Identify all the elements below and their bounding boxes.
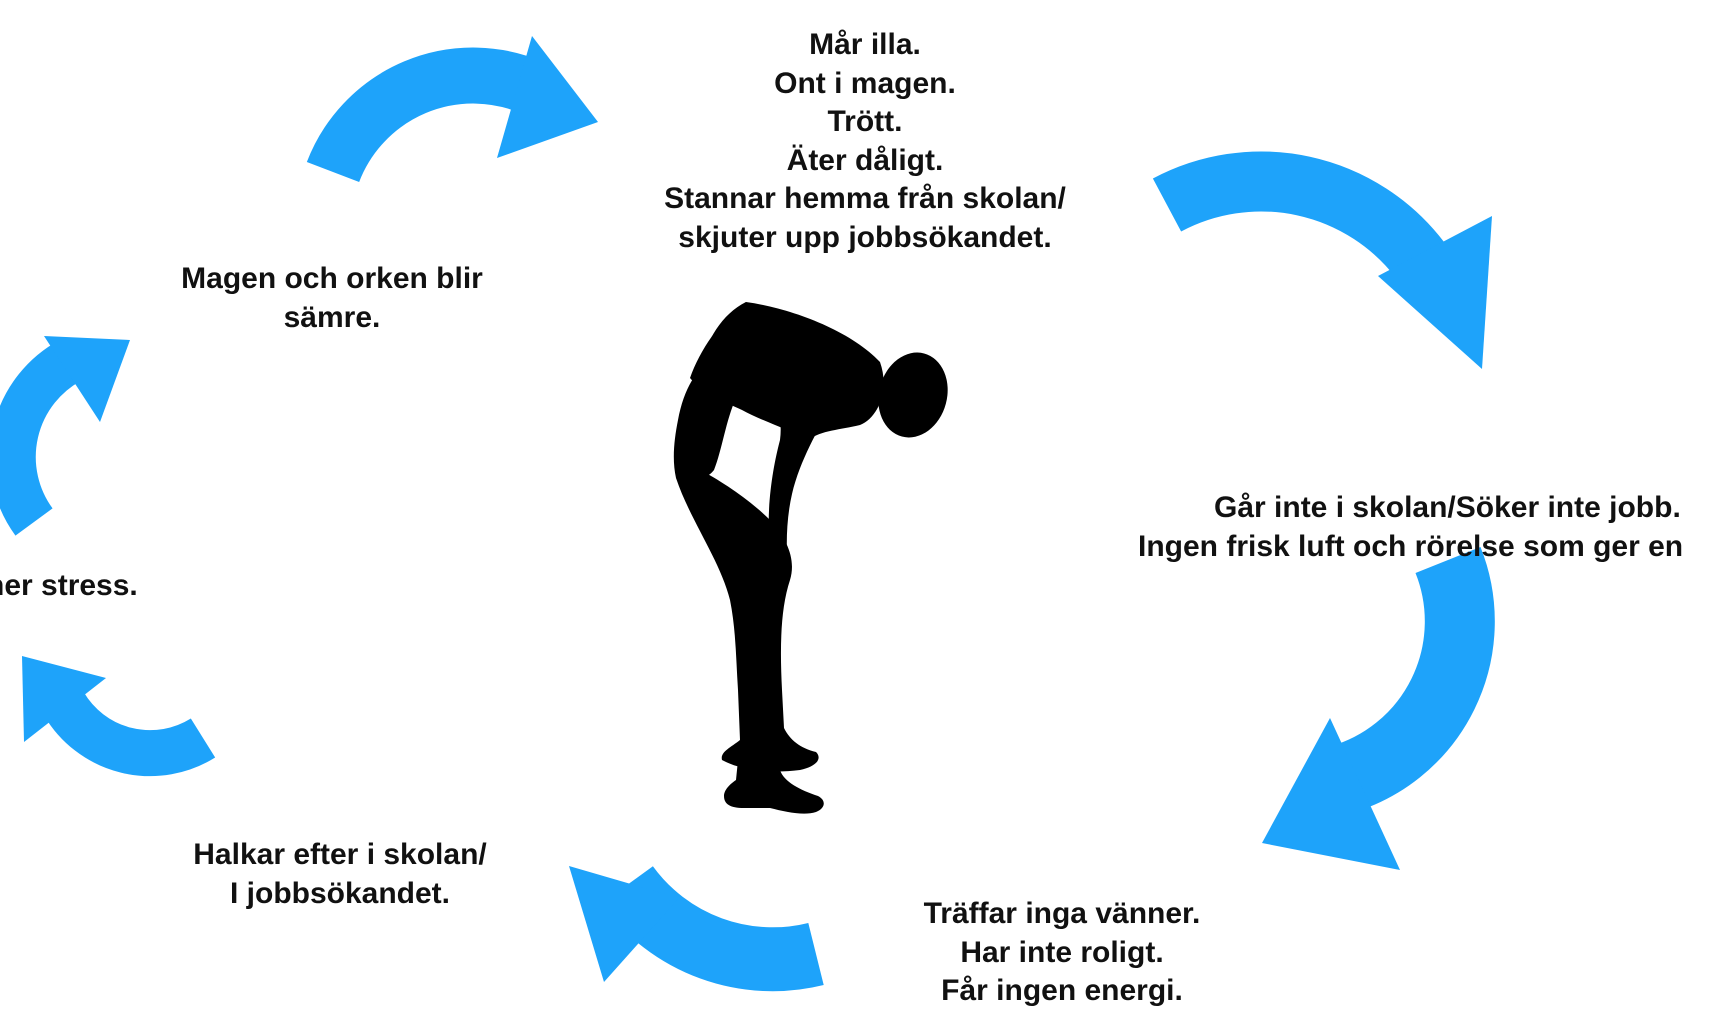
figure-head (878, 352, 948, 438)
cycle-node-bottom-left-line-1: Halkar efter i skolan/ (193, 838, 487, 871)
cycle-node-top-line-5: Stannar hemma från skolan/ (664, 182, 1066, 215)
cycle-node-top-line-4: Äter dåligt. (786, 143, 944, 177)
cycle-arrow-icon-top-right (1152, 151, 1492, 369)
cycle-arrow-icon-right (1262, 547, 1495, 870)
cycle-node-left: ner stress. (0, 567, 138, 606)
cycle-node-right-line-1: Går inte i skolan/Söker inte jobb. (1214, 491, 1681, 524)
cycle-node-bottom-left: Halkar efter i skolan/ I jobbsökandet. (193, 836, 486, 913)
cycle-node-top-line-3: Trött. (827, 105, 903, 138)
cycle-node-top-left-line-2: sämre. (283, 300, 381, 334)
cycle-node-bottom-left-line-2: I jobbsökandet. (229, 876, 451, 910)
cycle-node-top: Mår illa. Ont i magen. Trött. Äter dålig… (664, 26, 1066, 257)
cycle-node-bottom-right-line-3: Får ingen energi. (941, 974, 1183, 1007)
cycle-node-bottom-right-line-2: Har inte roligt. (960, 935, 1164, 969)
cycle-node-top-left-line-1: Magen och orken blir (181, 262, 483, 295)
cycle-node-top-line-6: skjuter upp jobbsökandet. (678, 220, 1052, 254)
cycle-node-bottom-right: Träffar inga vänner. Har inte roligt. Få… (924, 895, 1201, 1011)
cycle-node-right: Går inte i skolan/Söker inte jobb. Ingen… (1138, 489, 1683, 566)
cycle-node-top-line-1: Mår illa. (809, 28, 921, 61)
cycle-node-top-left: Magen och orken blir sämre. (181, 260, 483, 337)
cycle-arrow-icon-bottom (569, 865, 824, 992)
cycle-arrow-icon-left (0, 336, 130, 536)
cycle-node-left-line-1: ner stress. (0, 569, 138, 602)
figure-hips (673, 302, 760, 482)
figure-leg-front (720, 500, 824, 814)
cycle-node-right-line-2: Ingen frisk luft och rörelse som ger en (1138, 529, 1684, 563)
figure-arm-back (760, 352, 805, 560)
cycle-node-bottom-right-line-1: Träffar inga vänner. (923, 897, 1201, 930)
cycle-arrow-icon-bottom-left (22, 656, 216, 777)
cycle-node-top-line-2: Ont i magen. (774, 66, 956, 100)
cycle-arrow-icon-top-left (306, 36, 598, 183)
